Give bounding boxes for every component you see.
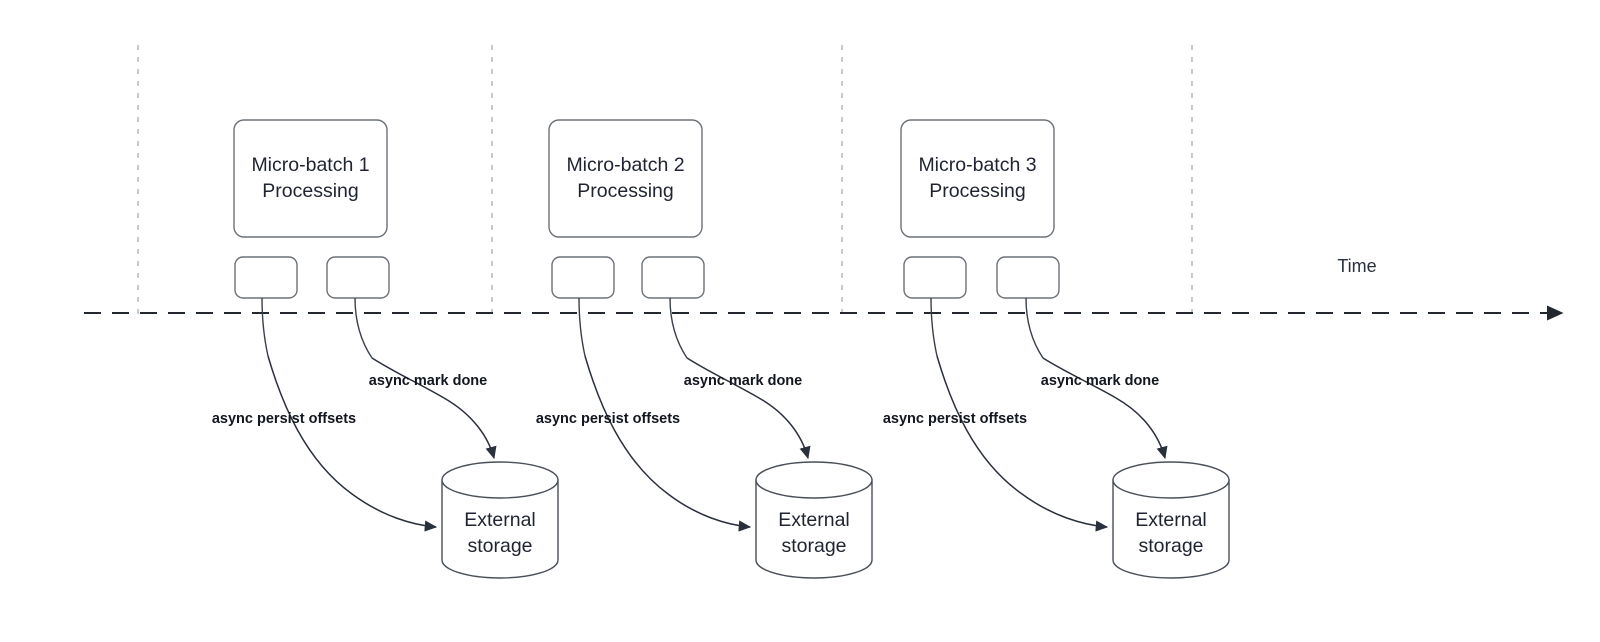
tick-lines-group xyxy=(137,45,1193,315)
external-storage-cylinder[interactable] xyxy=(441,461,559,579)
micro-batch-label-line2: Processing xyxy=(262,180,358,202)
async-mark-done-label: async mark done xyxy=(684,373,802,389)
micro-batch-box[interactable] xyxy=(233,119,388,238)
storage-label-line1: External xyxy=(1135,509,1207,531)
mark-done-stem xyxy=(1025,297,1044,359)
micro-batch-box[interactable] xyxy=(900,119,1055,238)
async-persist-offsets-edge xyxy=(584,355,752,532)
persist-offsets-stem xyxy=(261,297,269,357)
async-mark-done-label: async mark done xyxy=(1041,373,1159,389)
time-axis-label: Time xyxy=(1337,256,1376,276)
micro-batch-label-line1: Micro-batch 2 xyxy=(566,154,684,176)
persist-offsets-task-box[interactable] xyxy=(903,256,967,299)
async-mark-done-edge xyxy=(686,357,811,460)
micro-batch-label-line1: Micro-batch 3 xyxy=(918,154,1036,176)
external-storage-cylinder[interactable] xyxy=(1112,461,1230,579)
group-2: Micro-batch 2 Processing External storag… xyxy=(536,119,873,579)
micro-batch-label-line2: Processing xyxy=(929,180,1025,202)
micro-batch-box[interactable] xyxy=(548,119,703,238)
mark-done-task-box[interactable] xyxy=(641,256,705,299)
mark-done-stem xyxy=(669,297,688,359)
async-mark-done-edge xyxy=(371,357,497,460)
storage-label-line1: External xyxy=(778,509,850,531)
storage-label-line2: storage xyxy=(1138,535,1203,557)
micro-batch-label-line2: Processing xyxy=(577,180,673,202)
group-3: Micro-batch 3 Processing External storag… xyxy=(883,119,1230,579)
persist-offsets-task-box[interactable] xyxy=(234,256,298,299)
persist-offsets-task-box[interactable] xyxy=(551,256,615,299)
mark-done-task-box[interactable] xyxy=(326,256,390,299)
mark-done-task-box[interactable] xyxy=(996,256,1060,299)
mark-done-stem xyxy=(354,297,373,359)
storage-label-line1: External xyxy=(464,509,536,531)
async-mark-done-edge xyxy=(1042,357,1168,460)
persist-offsets-stem xyxy=(930,297,938,357)
async-persist-offsets-label: async persist offsets xyxy=(883,411,1027,427)
storage-label-line2: storage xyxy=(781,535,846,557)
storage-label-line2: storage xyxy=(467,535,532,557)
async-mark-done-label: async mark done xyxy=(369,373,487,389)
time-axis-group: Time xyxy=(84,256,1564,321)
group-1: Micro-batch 1 Processing External storag… xyxy=(212,119,559,579)
persist-offsets-stem xyxy=(578,297,586,357)
external-storage-cylinder[interactable] xyxy=(755,461,873,579)
async-persist-offsets-label: async persist offsets xyxy=(536,411,680,427)
async-persist-offsets-label: async persist offsets xyxy=(212,411,356,427)
micro-batch-label-line1: Micro-batch 1 xyxy=(251,154,369,176)
async-persist-offsets-edge xyxy=(267,355,438,532)
async-persist-offsets-edge xyxy=(936,355,1109,532)
